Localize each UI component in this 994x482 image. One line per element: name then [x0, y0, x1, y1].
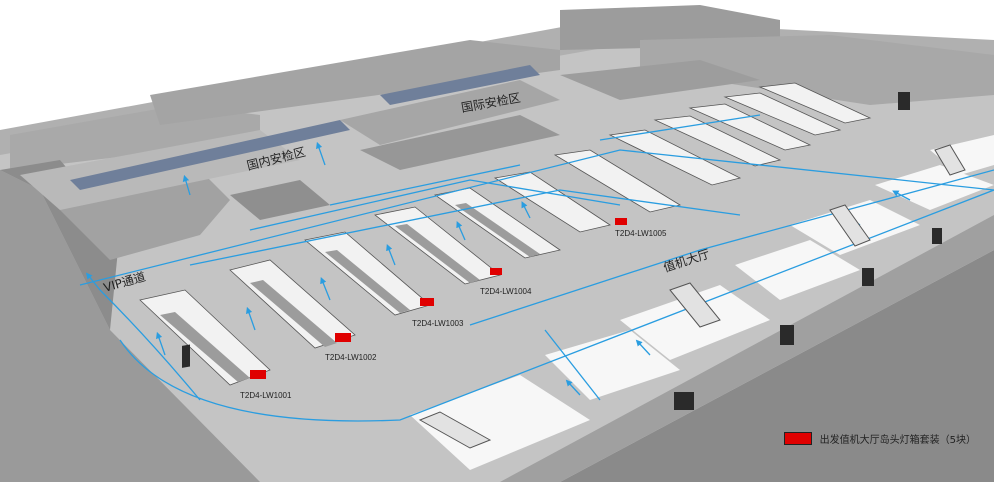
island-1002: [229, 259, 356, 349]
wall-screens: [182, 92, 942, 410]
counter-label-1004: T2D4-LW1004: [480, 287, 532, 296]
lightbox-1001: [250, 370, 266, 379]
lightbox-1004: [490, 268, 502, 275]
counter-label-1002: T2D4-LW1002: [325, 353, 377, 362]
island-1001: [139, 289, 271, 386]
counter-label-1003: T2D4-LW1003: [412, 319, 464, 328]
security-lanes-domestic: [70, 120, 350, 190]
island-1004: [374, 206, 502, 285]
counter-label-1005: T2D4-LW1005: [615, 229, 667, 238]
passenger-flow-lines: [79, 114, 994, 422]
security-lanes-international: [380, 65, 540, 105]
counter-label-1001: T2D4-LW1001: [240, 391, 292, 400]
void-2: [545, 330, 680, 400]
void-3: [620, 285, 770, 360]
upper-level-block-2: [150, 40, 560, 125]
upper-level-block-1: [10, 105, 260, 170]
lightbox-1003: [420, 298, 434, 306]
international-security-block: [340, 80, 560, 145]
void-6: [875, 165, 994, 210]
left-wall: [0, 170, 260, 482]
void-4: [735, 240, 860, 300]
escalators: [418, 144, 966, 449]
legend: 出发值机大厅岛头灯箱套装（5块）: [783, 431, 976, 446]
center-block: [230, 180, 330, 220]
void-7: [930, 135, 994, 175]
legend-swatch: [783, 432, 812, 445]
island-row-2: [493, 82, 872, 233]
legend-label: 出发值机大厅岛头灯箱套装（5块）: [819, 435, 976, 446]
checkin-islands: [139, 82, 872, 386]
right-upper-block: [560, 60, 760, 100]
center-block-2: [360, 115, 560, 170]
lightbox-1002: [335, 333, 351, 342]
island-1003: [304, 231, 434, 316]
lightbox-1005: [615, 218, 627, 225]
upper-level-block-4: [640, 35, 994, 105]
